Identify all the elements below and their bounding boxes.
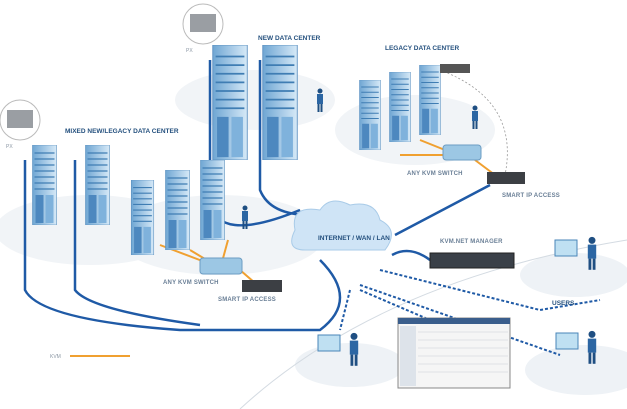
- label-legacy-dc: LEGACY DATA CENTER: [385, 45, 459, 52]
- kvm-switch-icon: [199, 257, 243, 275]
- user-workstation-icon: [317, 332, 359, 366]
- px-device-icon: [182, 3, 224, 45]
- legend-kvm-label: KVM: [50, 354, 61, 360]
- kvm-switch-icon: [442, 144, 482, 161]
- label-users: USERS: [552, 300, 575, 307]
- label-smart-ip-access: SMART IP ACCESS: [218, 297, 276, 303]
- user-workstation-icon: [555, 330, 597, 364]
- smart-ip-access-icon: [242, 280, 282, 292]
- label-smart-ip-access: SMART IP ACCESS: [502, 193, 560, 199]
- label-kvm-switch: ANY KVM SWITCH: [407, 171, 463, 177]
- label-px: PX: [6, 144, 13, 150]
- label-kvm-net-manager: KVM.NET MANAGER: [440, 239, 503, 245]
- label-mixed-dc: MIXED NEW/LEGACY DATA CENTER: [65, 128, 179, 135]
- label-cloud: INTERNET / WAN / LAN: [318, 235, 390, 242]
- kvm-net-manager-icon: [429, 252, 515, 269]
- smart-ip-access-icon: [487, 172, 525, 184]
- label-px: PX: [186, 48, 193, 54]
- px-device-icon: [0, 99, 41, 141]
- label-kvm-switch: ANY KVM SWITCH: [163, 280, 219, 286]
- label-new-dc: NEW DATA CENTER: [258, 35, 321, 42]
- legacy-device-icon: [440, 64, 470, 73]
- user-workstation-icon: [554, 236, 597, 270]
- management-screen: [397, 317, 511, 389]
- internet-cloud-icon: [291, 200, 392, 251]
